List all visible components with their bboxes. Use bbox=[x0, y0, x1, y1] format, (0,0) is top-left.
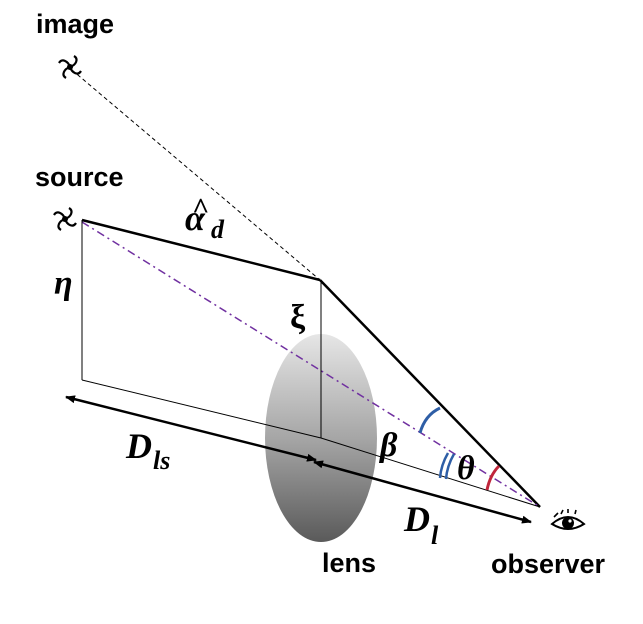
eye-icon bbox=[550, 509, 586, 530]
theta-arc bbox=[485, 464, 501, 491]
dls-subscript: ls bbox=[153, 446, 170, 475]
dls-symbol: D bbox=[125, 426, 152, 466]
image-label: image bbox=[36, 9, 114, 39]
alpha-symbol: α bbox=[185, 198, 206, 238]
dls-arrow bbox=[65, 395, 317, 462]
theta-symbol: θ bbox=[457, 450, 475, 487]
image-ray-dashed bbox=[71, 69, 321, 281]
observer-label: observer bbox=[491, 549, 606, 579]
alpha-subscript: d bbox=[211, 215, 225, 244]
beta-arc bbox=[418, 406, 441, 434]
lens-label: lens bbox=[322, 548, 376, 578]
xi-symbol: ξ bbox=[290, 299, 306, 336]
dl-arrow bbox=[313, 460, 532, 524]
beta-symbol: β bbox=[378, 427, 398, 464]
beta-double-arc-2 bbox=[444, 453, 456, 480]
dl-symbol: D bbox=[403, 499, 430, 539]
source-label: source bbox=[35, 162, 124, 192]
galaxy-icon bbox=[58, 55, 82, 79]
dl-subscript: l bbox=[431, 521, 439, 550]
alpha-hat: ^ bbox=[192, 192, 209, 225]
galaxy-icon bbox=[53, 207, 77, 231]
eta-symbol: η bbox=[54, 265, 73, 302]
incoming-ray bbox=[81, 218, 321, 282]
beta-double-arc-1 bbox=[438, 452, 450, 479]
